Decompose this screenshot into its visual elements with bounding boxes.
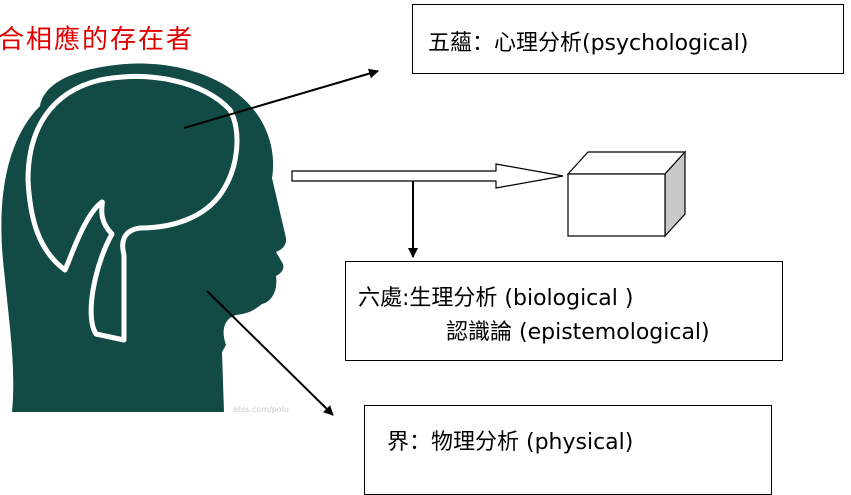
diagram-canvas	[1, 63, 687, 416]
biological-label: 六處:生理分析 (biological )	[358, 286, 634, 311]
epistemological-label: 認識論 (epistemological)	[446, 320, 710, 345]
head-shape	[1, 63, 287, 412]
psychological-box: 五蘊：心理分析(psychological)	[412, 4, 844, 74]
psychological-label: 五蘊：心理分析(psychological)	[428, 31, 749, 56]
arrow-to-bottom-box	[206, 290, 334, 416]
hollow-arrow	[291, 163, 564, 189]
head-silhouette	[1, 63, 287, 412]
cube-icon	[566, 150, 687, 238]
physical-label: 界：物理分析 (physical)	[387, 430, 634, 455]
physical-box: 界：物理分析 (physical)	[364, 405, 772, 495]
title-text: 合相應的存在者	[0, 25, 195, 55]
brain-outline	[25, 74, 240, 343]
arrow-to-top-box	[183, 68, 379, 129]
biological-box: 六處:生理分析 (biological ) 認識論 (epistemologic…	[345, 261, 783, 361]
image-watermark: ebis.com/polu	[233, 405, 289, 414]
